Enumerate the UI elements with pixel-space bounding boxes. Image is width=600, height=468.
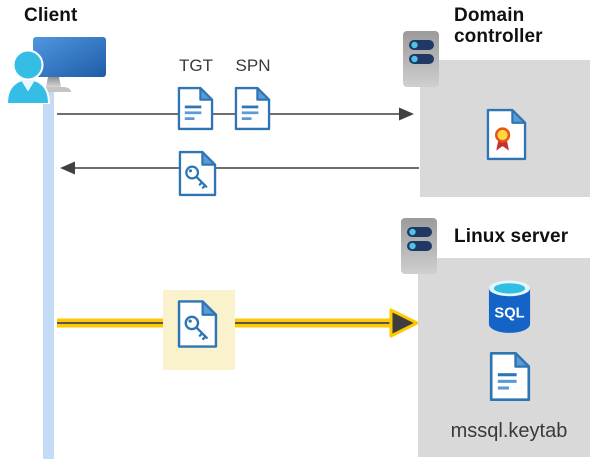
client-lifeline bbox=[43, 88, 54, 459]
keytab-document-icon bbox=[489, 351, 531, 402]
client-workstation-icon bbox=[7, 37, 106, 104]
certificate-icon bbox=[486, 108, 527, 161]
monitor-icon bbox=[33, 37, 106, 77]
person-body bbox=[7, 78, 51, 104]
sql-label: SQL bbox=[494, 305, 524, 321]
domain-controller-label: Domain controller bbox=[454, 5, 543, 47]
client-label: Client bbox=[24, 5, 78, 26]
kerberos-auth-arrow bbox=[57, 308, 418, 338]
person-collar bbox=[21, 80, 35, 92]
linux-server-icon bbox=[401, 218, 437, 274]
service-ticket-key-document-icon bbox=[178, 150, 217, 197]
tgt-label: TGT bbox=[179, 56, 213, 75]
domain-controller-server-icon bbox=[403, 31, 439, 87]
response-arrow bbox=[60, 161, 419, 175]
linux-server-label: Linux server bbox=[454, 226, 569, 247]
spn-label: SPN bbox=[235, 56, 271, 75]
request-arrow bbox=[57, 107, 414, 121]
monitor-base bbox=[41, 87, 71, 92]
monitor-stand bbox=[46, 77, 61, 87]
spn-document-icon bbox=[234, 86, 271, 131]
person-head bbox=[12, 49, 44, 81]
keytab-label: mssql.keytab bbox=[450, 420, 568, 442]
tgt-document-icon bbox=[177, 86, 214, 131]
highlighted-key-document-icon bbox=[177, 300, 218, 348]
sql-database-icon: SQL bbox=[488, 280, 531, 333]
